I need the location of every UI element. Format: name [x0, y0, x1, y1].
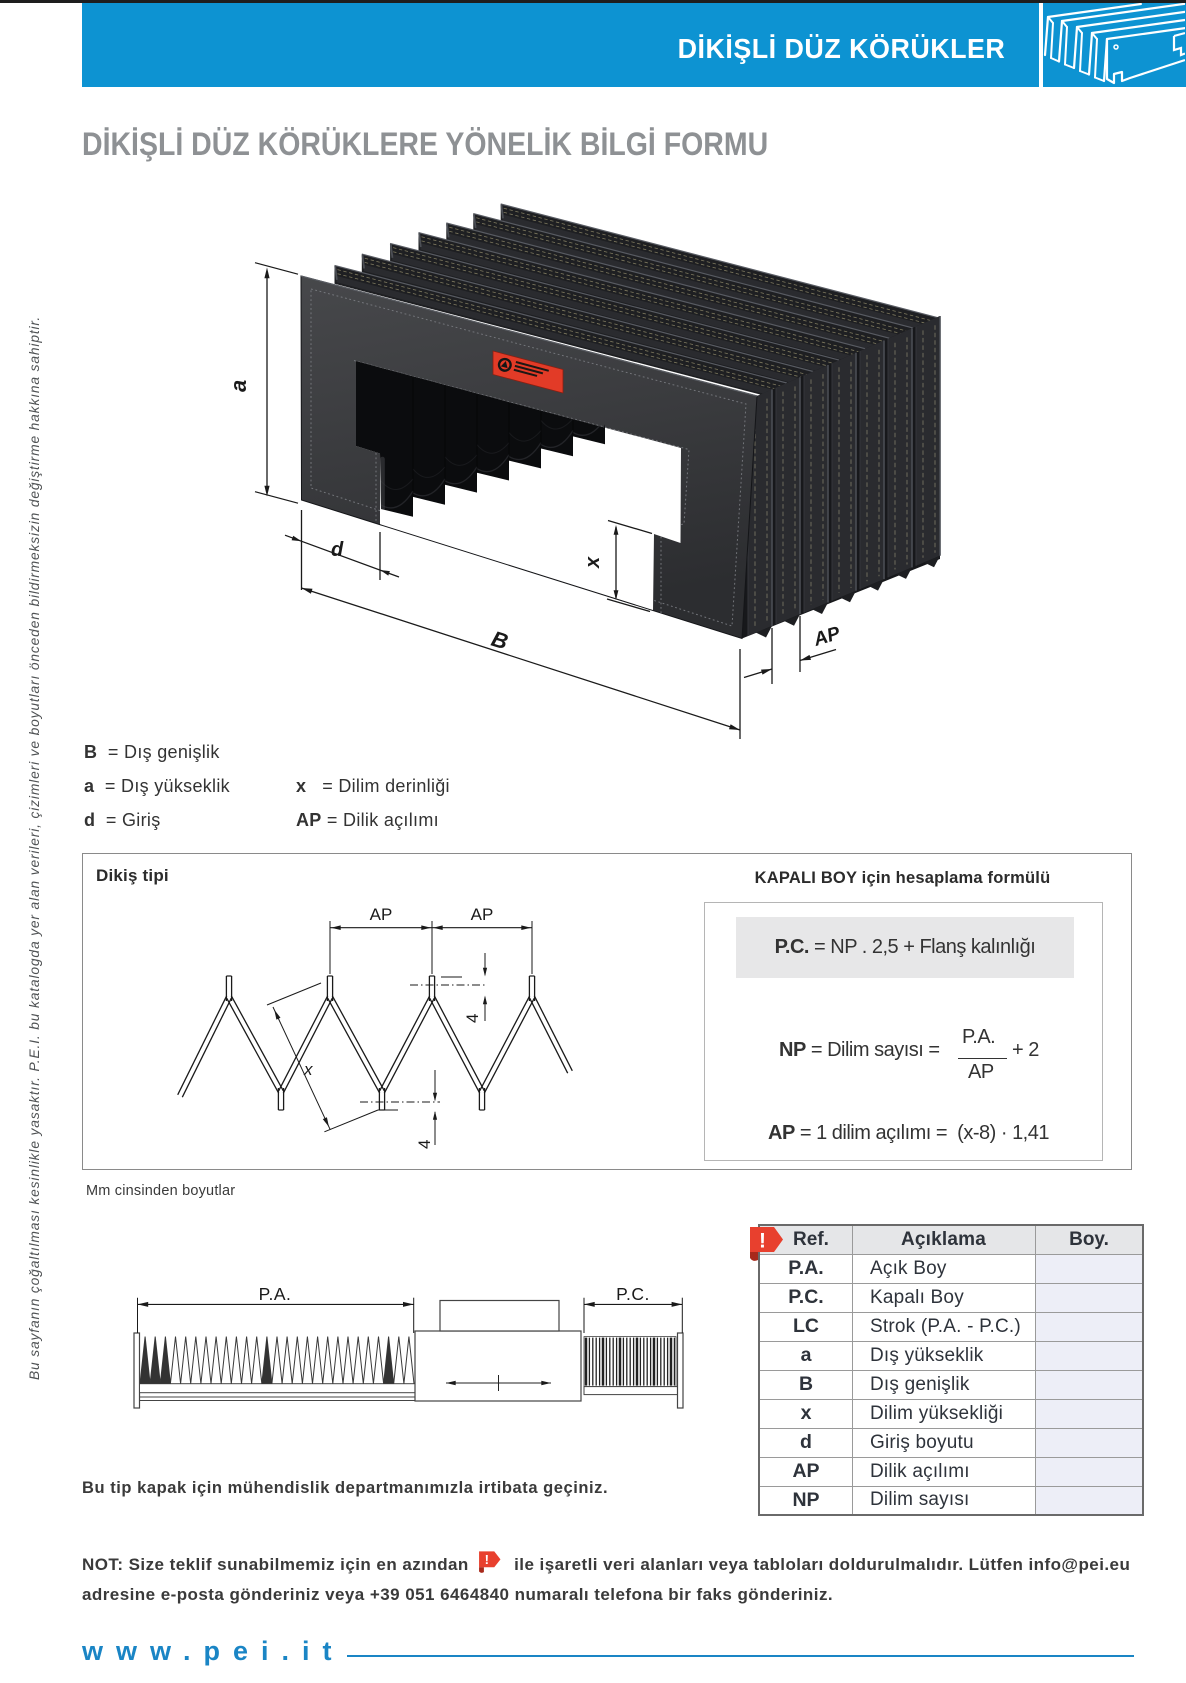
svg-text:P.C.: P.C.	[616, 1288, 650, 1304]
svg-text:a: a	[226, 380, 251, 392]
svg-text:B: B	[489, 626, 512, 655]
svg-text:!: !	[759, 1230, 766, 1253]
svg-text:AP: AP	[810, 623, 843, 651]
svg-text:!: !	[485, 1552, 490, 1567]
svg-text:x: x	[582, 556, 604, 569]
svg-text:d: d	[331, 539, 344, 561]
svg-text:AP: AP	[471, 905, 494, 924]
svg-text:AP: AP	[370, 905, 393, 924]
svg-text:x: x	[303, 1060, 313, 1079]
svg-text:P.A.: P.A.	[259, 1288, 292, 1304]
svg-text:4: 4	[415, 1140, 434, 1149]
svg-text:4: 4	[463, 1014, 482, 1023]
